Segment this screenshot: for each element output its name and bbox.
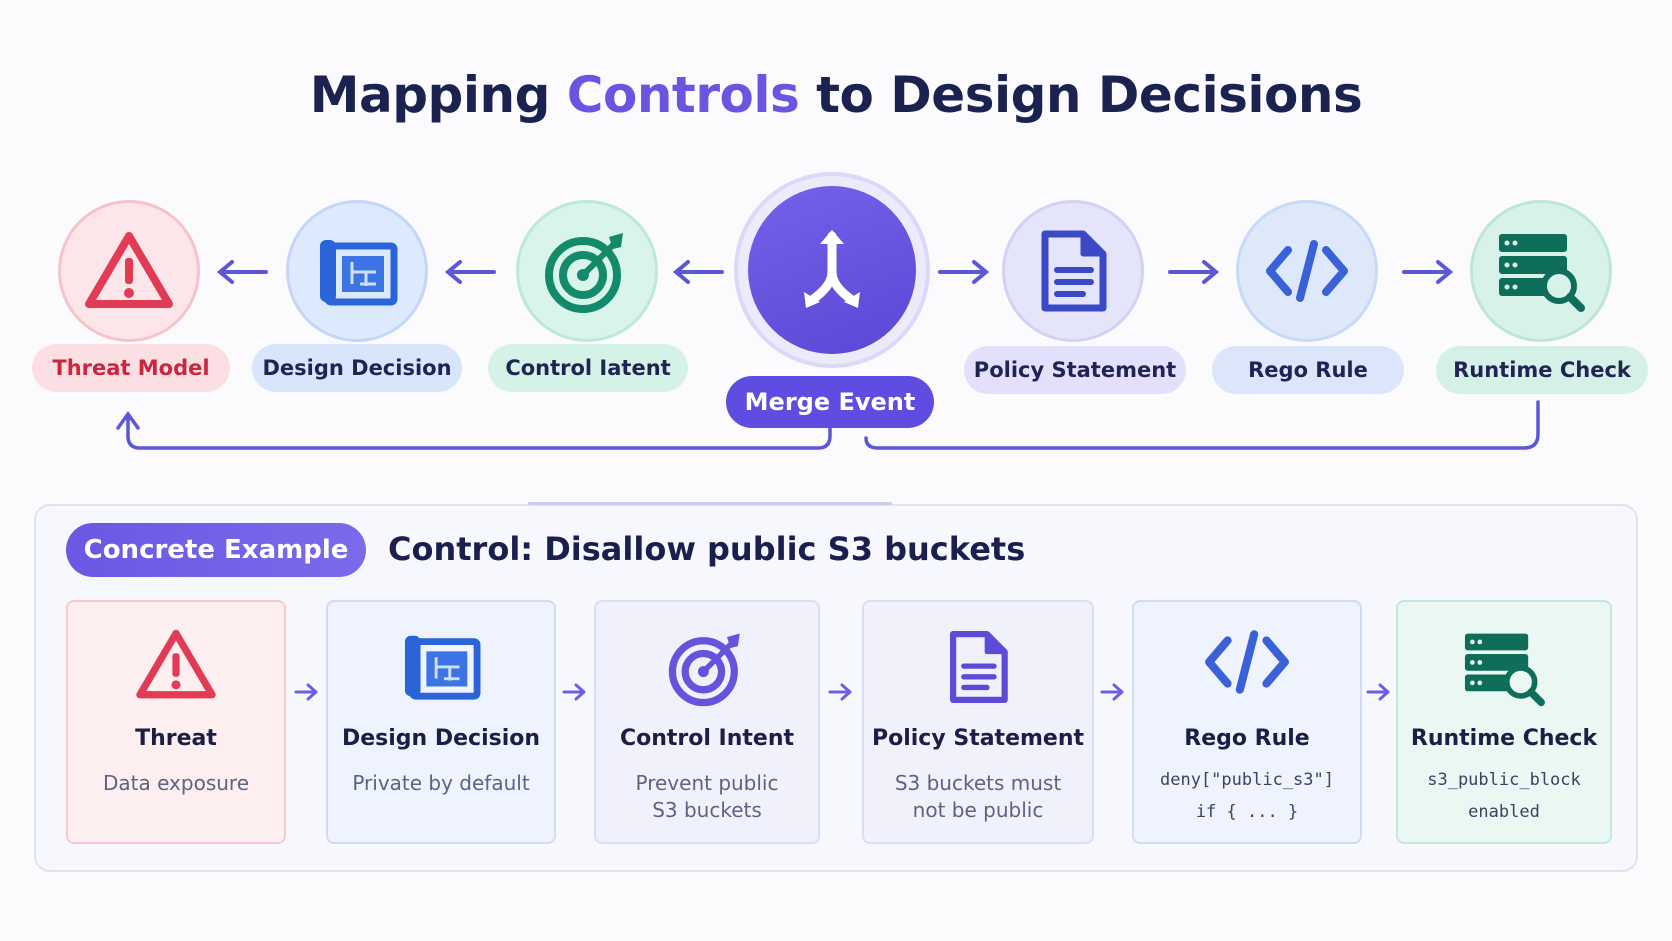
arrow-intent-to-design xyxy=(444,260,496,284)
example-card-runtime-check: Runtime Check s3_public_block enabled xyxy=(1396,600,1612,844)
example-control-title: Control: Disallow public S3 buckets xyxy=(388,530,1026,568)
card-title: Runtime Check xyxy=(1410,726,1598,751)
arrow-design-to-threat xyxy=(216,260,268,284)
arrow-policy-to-rego xyxy=(1168,260,1220,284)
card-code-line-1: s3_public_block xyxy=(1427,770,1581,790)
merge-icon xyxy=(804,230,860,308)
rego-rule-node xyxy=(1236,200,1378,342)
blueprint-icon xyxy=(320,240,398,306)
warning-icon xyxy=(136,629,216,699)
example-card-threat: Threat Data exposure xyxy=(66,600,286,844)
step-arrow-4 xyxy=(1100,683,1124,701)
card-title: Rego Rule xyxy=(1184,726,1310,751)
card-code: s3_public_block enabled xyxy=(1406,764,1602,828)
card-description-line-2: S3 buckets xyxy=(652,798,762,822)
control-intent-label: Control Iatent xyxy=(488,344,688,392)
card-code-line-1: deny["public_s3"] xyxy=(1160,770,1334,790)
example-card-control-intent: Control Intent Prevent public S3 buckets xyxy=(594,600,820,844)
card-code-line-2: if { ... } xyxy=(1195,802,1299,822)
card-description: Prevent public S3 buckets xyxy=(604,770,810,824)
card-description-line-1: S3 buckets must xyxy=(894,771,1062,795)
card-title: Threat xyxy=(135,726,217,751)
card-description: Data exposure xyxy=(102,771,249,795)
server-search-icon xyxy=(1499,234,1585,312)
title-accent: Controls xyxy=(566,66,800,124)
runtime-check-node xyxy=(1470,200,1612,342)
control-intent-node xyxy=(516,200,658,342)
runtime-check-label: Runtime Check xyxy=(1436,346,1648,394)
step-arrow-1 xyxy=(294,683,318,701)
concrete-example-badge: Concrete Example xyxy=(66,523,366,577)
step-arrow-5 xyxy=(1366,683,1390,701)
threat-model-node xyxy=(58,200,200,342)
card-description: Private by default xyxy=(352,771,530,795)
example-card-rego-rule: Rego Rule deny["public_s3"] if { ... } xyxy=(1132,600,1362,844)
card-code-line-2: enabled xyxy=(1468,802,1540,822)
card-title: Control Intent xyxy=(619,726,795,751)
card-description-line-2: not be public xyxy=(912,798,1044,822)
page-title: Mapping Controls to Design Decisions xyxy=(0,66,1672,124)
merge-event-label: Merge Event xyxy=(726,376,934,428)
threat-model-label: Threat Model xyxy=(32,344,230,392)
card-description: S3 buckets must not be public xyxy=(872,770,1084,824)
policy-statement-node xyxy=(1002,200,1144,342)
document-icon xyxy=(950,631,1008,703)
title-part-1: Mapping xyxy=(309,66,567,124)
arrow-rego-to-runtime xyxy=(1402,260,1454,284)
merge-event-node xyxy=(734,172,930,368)
target-icon xyxy=(668,633,740,707)
document-icon xyxy=(1041,230,1107,312)
example-card-design-decision: Design Decision Private by default xyxy=(326,600,556,844)
code-icon xyxy=(1205,630,1289,694)
card-title: Design Decision xyxy=(341,726,541,751)
example-card-policy-statement: Policy Statement S3 buckets must not be … xyxy=(862,600,1094,844)
target-icon xyxy=(545,233,623,313)
code-icon xyxy=(1266,240,1348,302)
step-arrow-2 xyxy=(562,683,586,701)
policy-statement-label: Policy Statement xyxy=(964,346,1186,394)
feedback-loop-left xyxy=(116,410,832,450)
design-decision-node xyxy=(286,200,428,342)
server-search-icon xyxy=(1464,633,1545,707)
feedback-loop-right xyxy=(864,400,1540,450)
card-description-line-1: Prevent public xyxy=(635,771,779,795)
arrow-merge-to-policy xyxy=(938,260,990,284)
rego-rule-label: Rego Rule xyxy=(1212,346,1404,394)
title-part-2: to Design Decisions xyxy=(799,66,1363,124)
panel-divider xyxy=(528,502,892,505)
card-title: Policy Statement xyxy=(871,726,1085,751)
step-arrow-3 xyxy=(828,683,852,701)
warning-icon xyxy=(85,232,173,308)
blueprint-icon xyxy=(404,635,481,700)
design-decision-label: Design Decision xyxy=(252,344,462,392)
card-code: deny["public_s3"] if { ... } xyxy=(1142,764,1352,828)
arrow-merge-to-intent xyxy=(672,260,724,284)
